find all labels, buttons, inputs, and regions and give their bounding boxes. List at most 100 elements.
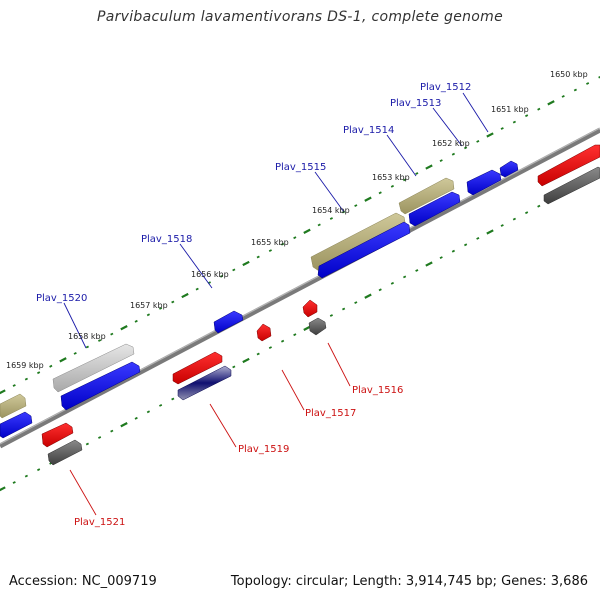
scale-tick-major (547, 100, 555, 106)
gene-arrow-plav-1514[interactable] (398, 177, 455, 215)
gene-label-plav-1516[interactable]: Plav_1516 (352, 385, 403, 396)
gene-label-plav-1520[interactable]: Plav_1520 (36, 293, 87, 304)
scale-tick-major (0, 389, 6, 395)
gene-labels: Plav_1512 Plav_1513 Plav_1514 Plav_1515 … (36, 82, 471, 528)
scale-tick-major (120, 325, 128, 331)
genes-reverse-strand (41, 144, 600, 466)
scale-tick-major (486, 229, 494, 235)
gene-label-plav-1515[interactable]: Plav_1515 (275, 162, 326, 173)
leader-line-plav-1515 (314, 171, 345, 213)
scale-tick-minor (512, 217, 517, 221)
gene-arrow-plav-1512[interactable] (499, 160, 519, 178)
scale-tick-minor (439, 256, 443, 260)
scale-tick-minor (500, 127, 504, 130)
scale-label-1654: 1654 kbp (312, 206, 350, 215)
gene-label-plav-1513[interactable]: Plav_1513 (390, 98, 441, 109)
gene-arrow-plav-1521-red[interactable] (41, 422, 74, 448)
gene-arrow-plav-1520[interactable] (60, 361, 141, 411)
scale-tick-minor (97, 339, 102, 342)
gene-arrow-plav-1516-red[interactable] (302, 299, 318, 318)
gene-arrow-edge-olive[interactable] (0, 393, 27, 419)
scale-label-1657: 1657 kbp (130, 301, 168, 310)
leader-line-plav-1518 (179, 243, 213, 289)
scale-tick-major (303, 228, 311, 234)
scale-tick-minor (24, 474, 29, 478)
gene-arrow-plav-1517[interactable] (256, 323, 272, 342)
scale-tick-minor (256, 255, 260, 259)
leader-line-plav-1520 (63, 302, 87, 349)
scale-tick-minor (268, 346, 273, 350)
gene-arrow-plav-1514-fwd[interactable] (408, 191, 461, 227)
gene-arrow-plav-1521[interactable] (47, 439, 83, 466)
gene-label-plav-1518[interactable]: Plav_1518 (141, 234, 192, 245)
scale-label-1651: 1651 kbp (491, 105, 529, 114)
scale-tick-major (59, 357, 67, 363)
scale-tick-major (0, 486, 6, 492)
gene-label-plav-1517[interactable]: Plav_1517 (305, 408, 356, 419)
scale-tick-minor (146, 313, 151, 317)
gene-arrow-plav-1519[interactable] (177, 365, 232, 401)
gene-arrow-plav-1520-light[interactable] (52, 343, 135, 393)
map-title: Parvibaculum lavamentivorans DS-1, compl… (96, 9, 504, 25)
scale-tick-minor (256, 352, 260, 356)
gene-label-plav-1521[interactable]: Plav_1521 (74, 517, 125, 528)
scale-tick-minor (158, 306, 163, 310)
scale-tick-major (425, 164, 433, 170)
scale-tick-minor (85, 442, 90, 446)
gene-arrow-plav-1516-fwd[interactable] (317, 221, 411, 279)
scale-tick-minor (146, 410, 151, 414)
scale-tick-minor (293, 333, 297, 337)
gene-arrow-plav-1519-red[interactable] (172, 351, 223, 385)
scale-tick-minor (390, 184, 395, 188)
scale-tick-major (181, 292, 189, 299)
scale-tick-minor (512, 120, 517, 124)
scale-tick-minor (415, 269, 419, 272)
scale-label-1658: 1658 kbp (68, 332, 106, 341)
leader-line-plav-1517 (281, 369, 305, 411)
scale-tick-minor (134, 319, 138, 323)
scale-tick-minor (232, 365, 236, 369)
scale-tick-minor (49, 364, 53, 368)
gene-arrow-plav-1513[interactable] (466, 169, 502, 196)
scale-tick-major (486, 132, 494, 138)
scale-labels: 1650 kbp 1651 kbp 1652 kbp 1653 kbp 1654… (6, 70, 588, 370)
scale-tick-major (425, 261, 433, 267)
gene-label-plav-1514[interactable]: Plav_1514 (343, 125, 394, 136)
scale-tick-minor (36, 371, 41, 375)
scale-tick-major (242, 357, 250, 364)
scale-tick-minor (36, 468, 41, 472)
scale-tick-minor (329, 314, 334, 317)
scale-tick-minor (524, 211, 529, 215)
gene-arrow-edge-blue[interactable] (0, 411, 33, 439)
scale-label-1659: 1659 kbp (6, 361, 44, 370)
scale-tick-minor (415, 172, 419, 175)
gene-label-plav-1512[interactable]: Plav_1512 (420, 82, 471, 93)
scale-tick-minor (378, 288, 382, 292)
scale-label-1650: 1650 kbp (550, 70, 588, 79)
scale-tick-minor (451, 249, 456, 253)
gene-arrow-plav-1516[interactable] (308, 317, 327, 336)
scale-tick-minor (110, 429, 114, 433)
scale-tick-minor (110, 332, 114, 336)
scale-tick-minor (219, 274, 224, 278)
scale-tick-minor (354, 204, 358, 208)
scale-tick-minor (451, 152, 456, 156)
scale-tick-minor (329, 217, 334, 220)
scale-tick-minor (12, 384, 16, 387)
leader-line-plav-1514 (386, 134, 417, 177)
gene-arrow-edge-red[interactable] (537, 144, 600, 187)
scale-tick-major (364, 293, 372, 299)
scale-tick-minor (97, 436, 102, 439)
scale-tick-minor (195, 287, 199, 291)
scale-tick-minor (268, 249, 273, 253)
gene-arrow-plav-1518[interactable] (213, 310, 244, 334)
leader-line-plav-1521 (69, 469, 97, 516)
scale-tick-minor (354, 301, 358, 305)
scale-tick-minor (85, 345, 90, 349)
scale-label-1653: 1653 kbp (372, 173, 410, 182)
gene-arrow-edge-grey[interactable] (543, 166, 600, 205)
scale-ticks-upper (0, 75, 600, 395)
topology-text: Topology: circular; Length: 3,914,745 bp… (230, 574, 588, 589)
gene-label-plav-1519[interactable]: Plav_1519 (238, 444, 289, 455)
scale-tick-minor (537, 107, 541, 111)
